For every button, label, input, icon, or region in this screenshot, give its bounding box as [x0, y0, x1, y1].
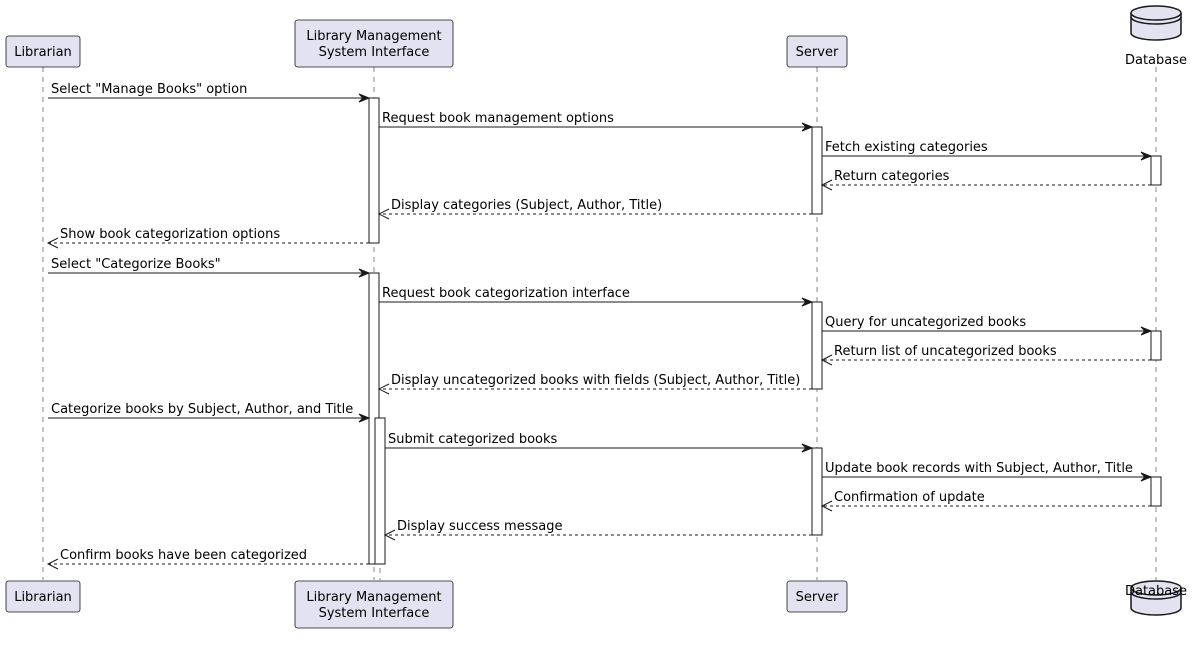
activation-bars: [368, 97, 1162, 565]
message-label: Query for uncategorized books: [825, 315, 1026, 330]
participant-box: [294, 580, 454, 629]
activation-bar-lms: [374, 417, 386, 565]
open-arrowhead: [820, 354, 833, 366]
participant-label: Database: [1125, 584, 1187, 599]
message-17: Confirm books have been categorized: [46, 548, 375, 570]
activation-bar-database: [1150, 330, 1162, 361]
open-arrowhead: [820, 179, 833, 191]
open-arrowhead: [46, 558, 59, 570]
message-label: Fetch existing categories: [825, 140, 988, 155]
message-2: Request book management options: [379, 111, 814, 132]
filled-arrowhead: [358, 268, 371, 278]
message-label: Submit categorized books: [388, 432, 558, 447]
participant-server-top: Server: [786, 35, 848, 68]
message-label: Request book management options: [382, 111, 614, 126]
participant-label: System Interface: [319, 606, 430, 621]
message-label: Display success message: [397, 519, 562, 534]
filled-arrowhead: [1140, 151, 1153, 161]
activation-bar-database: [1150, 476, 1162, 507]
open-arrowhead: [46, 237, 59, 249]
participant-label: Library Management: [306, 590, 441, 605]
message-label: Return categories: [834, 169, 950, 184]
filled-arrowhead: [801, 122, 814, 132]
message-label: Display uncategorized books with fields …: [391, 373, 800, 388]
message-5: Display categories (Subject, Author, Tit…: [377, 198, 812, 220]
message-label: Show book categorization options: [60, 227, 280, 242]
participant-box: [786, 580, 848, 613]
filled-arrowhead: [1140, 326, 1153, 336]
database-icon: [1130, 5, 1182, 41]
filled-arrowhead: [1140, 472, 1153, 482]
message-label: Confirmation of update: [834, 490, 985, 505]
open-arrowhead: [377, 208, 390, 220]
participant-server-bottom: Server: [786, 580, 848, 613]
message-10: Return list of uncategorized books: [820, 344, 1151, 366]
message-9: Query for uncategorized books: [822, 315, 1153, 336]
message-7: Select "Categorize Books": [48, 257, 371, 278]
message-16: Display success message: [383, 519, 812, 541]
filled-arrowhead: [801, 443, 814, 453]
message-4: Return categories: [820, 169, 1151, 191]
message-label: Display categories (Subject, Author, Tit…: [391, 198, 662, 213]
activation-bar-lms: [368, 97, 380, 244]
message-label: Update book records with Subject, Author…: [825, 461, 1133, 476]
participant-label: System Interface: [319, 45, 430, 60]
participant-label: Database: [1125, 53, 1187, 68]
open-arrowhead: [377, 383, 390, 395]
participant-box: [294, 19, 454, 68]
participant-librarian-top: Librarian: [5, 35, 81, 68]
message-3: Fetch existing categories: [822, 140, 1153, 161]
activation-bar-server: [811, 126, 823, 215]
filled-arrowhead: [358, 413, 371, 423]
message-14: Update book records with Subject, Author…: [822, 461, 1153, 482]
message-label: Request book categorization interface: [382, 286, 630, 301]
message-label: Confirm books have been categorized: [60, 548, 307, 563]
activation-bar-server: [811, 301, 823, 390]
message-13: Submit categorized books: [385, 432, 814, 453]
message-8: Request book categorization interface: [379, 286, 814, 307]
message-15: Confirmation of update: [820, 490, 1151, 512]
participant-label: Librarian: [14, 590, 72, 605]
message-label: Select "Categorize Books": [51, 257, 221, 272]
participant-database-bottom: Database: [1125, 580, 1187, 616]
open-arrowhead: [383, 529, 396, 541]
filled-arrowhead: [358, 93, 371, 103]
open-arrowhead: [820, 500, 833, 512]
participant-label: Library Management: [306, 29, 441, 44]
participant-box: [5, 580, 81, 613]
message-6: Show book categorization options: [46, 227, 369, 249]
message-label: Categorize books by Subject, Author, and…: [51, 402, 353, 417]
message-label: Select "Manage Books" option: [51, 82, 247, 97]
participant-label: Librarian: [14, 45, 72, 60]
message-label: Return list of uncategorized books: [834, 344, 1057, 359]
activation-bar-database: [1150, 155, 1162, 186]
message-1: Select "Manage Books" option: [48, 82, 371, 103]
message-11: Display uncategorized books with fields …: [377, 373, 812, 395]
participant-librarian-bottom: Librarian: [5, 580, 81, 613]
participant-label: Server: [796, 590, 839, 605]
message-12: Categorize books by Subject, Author, and…: [48, 402, 371, 423]
participant-box: [786, 35, 848, 68]
participant-database-top: Database: [1125, 5, 1187, 68]
filled-arrowhead: [801, 297, 814, 307]
participant-label: Server: [796, 45, 839, 60]
activation-bar-server: [811, 447, 823, 536]
participant-box: [5, 35, 81, 68]
